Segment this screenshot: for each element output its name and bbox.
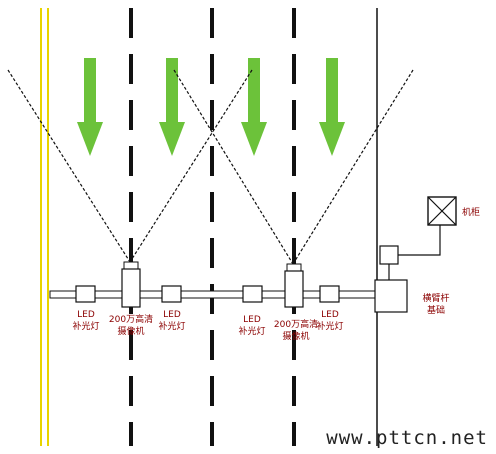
camera-label-2-line2: 摄像机 [282, 330, 309, 342]
traffic-arrow-1 [77, 58, 103, 156]
led-fill-light-3 [242, 285, 263, 303]
camera-label-2-line1: 200万高清 [274, 318, 318, 330]
led-fill-light-4 [319, 285, 340, 303]
hd-camera-1 [121, 261, 141, 308]
fill-light-label-2: 补光灯 [158, 320, 185, 332]
camera-label-1-line2: 摄像机 [117, 325, 144, 337]
camera-label-1-line1: 200万高清 [109, 313, 153, 325]
traffic-arrow-2 [159, 58, 185, 156]
cabinet-icon [427, 196, 457, 226]
led-fill-light-1 [75, 285, 96, 303]
cabinet-label: 机柜 [462, 206, 480, 218]
junction-box [379, 245, 399, 265]
junction-to-cabinet-cable [398, 225, 441, 256]
led-label-2: LED [163, 310, 181, 320]
led-label-1: LED [77, 310, 95, 320]
led-label-3: LED [243, 315, 261, 325]
fill-light-label-3: 补光灯 [238, 325, 265, 337]
hd-camera-2 [284, 263, 304, 308]
boom-foundation-label-line1: 横臂杆 [422, 292, 449, 304]
camera-field-of-view-1 [7, 69, 253, 263]
boom-foundation-label-line2: 基础 [427, 304, 445, 316]
led-fill-light-2 [161, 285, 182, 303]
fill-light-label-4: 补光灯 [316, 320, 343, 332]
boom-foundation [374, 279, 408, 313]
led-label-4: LED [321, 310, 339, 320]
traffic-arrow-3 [241, 58, 267, 156]
fill-light-label-1: 补光灯 [72, 320, 99, 332]
camera-field-of-view-2 [173, 69, 414, 265]
traffic-arrow-4 [319, 58, 345, 156]
watermark: www.pttcn.net [326, 427, 488, 449]
